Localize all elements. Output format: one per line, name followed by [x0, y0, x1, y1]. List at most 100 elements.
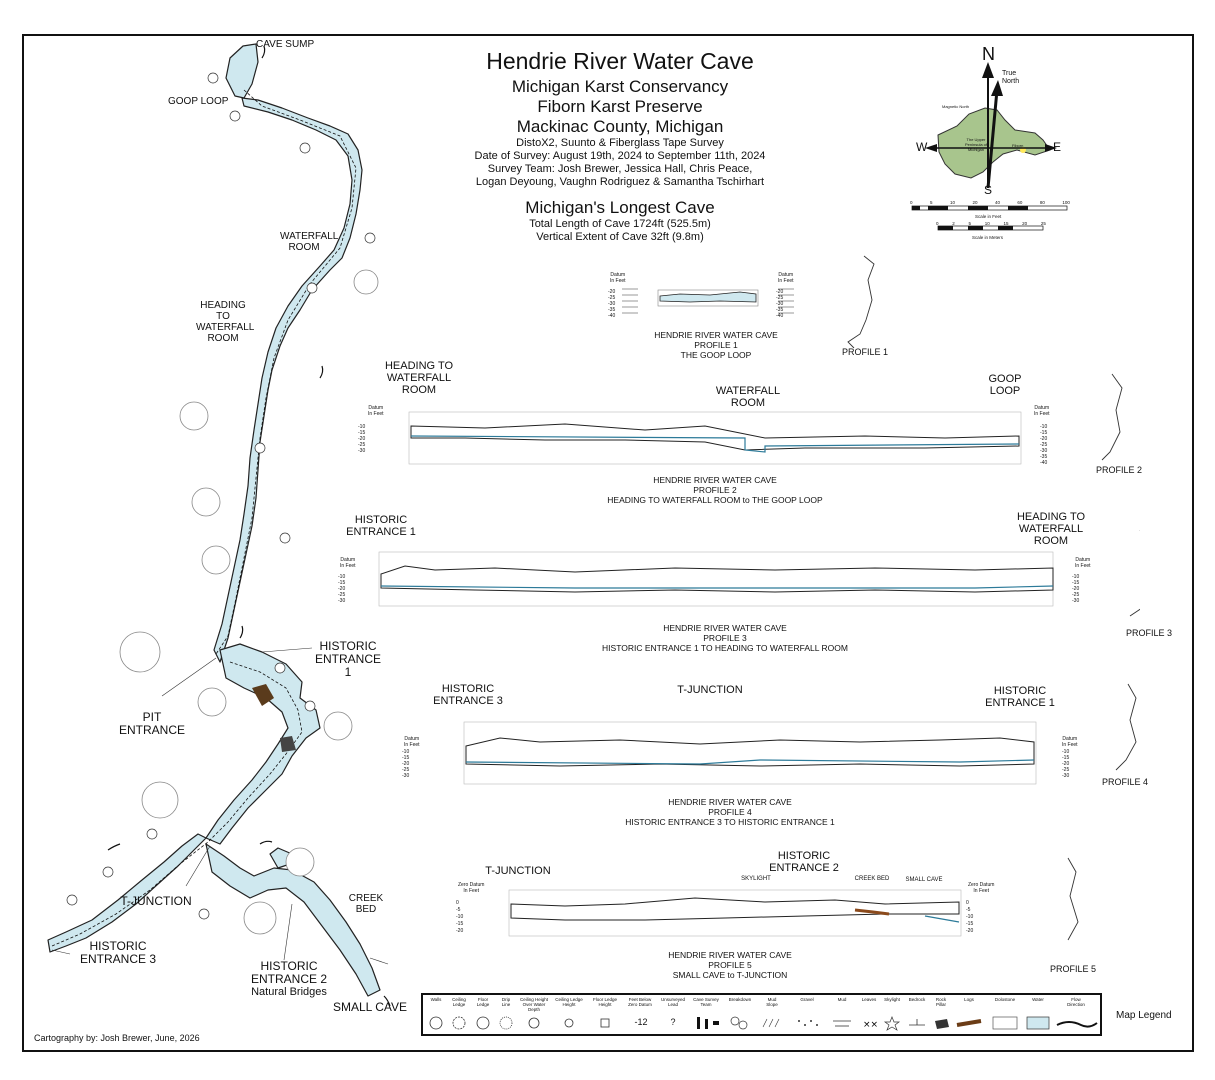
profile-5-thumb-label: PROFILE 5 [1049, 964, 1096, 974]
profile-depth-tick: -30 [608, 301, 616, 307]
profile-depth-tick: -40 [1040, 460, 1048, 466]
profile-depth-tick: -25 [358, 442, 366, 448]
label-goop-loop: GOOP LOOP [168, 96, 229, 107]
profile-depth-tick: -25 [402, 767, 410, 773]
profile-depth-tick: -10 [1072, 574, 1080, 580]
fiborn-label: Fiborn [1012, 143, 1024, 148]
profile-depth-tick: -5 [456, 907, 461, 913]
preserve-name: Fiborn Karst Preserve [537, 97, 703, 116]
profile-depth-tick: -20 [608, 289, 616, 295]
profile-depth-tick: -20 [402, 761, 410, 767]
magnetic-north-label: Magnetic North [942, 104, 970, 109]
profile-depth-tick: -5 [966, 907, 971, 913]
longest-cave: Michigan's Longest Cave [525, 198, 715, 217]
profile-depth-tick: -20 [1062, 761, 1070, 767]
profile-depth-tick: -20 [338, 586, 346, 592]
profile-depth-tick: -30 [358, 448, 366, 454]
legend-water: Water [1032, 997, 1044, 1002]
profile-depth-tick: -30 [776, 301, 784, 307]
profile-depth-tick: -25 [776, 295, 784, 301]
legend-floor-ledge-height: Floor Ledge Height [592, 997, 618, 1007]
profile-depth-tick: -10 [456, 914, 464, 920]
map-title: Hendrie River Water Cave [486, 48, 754, 74]
map-legend: Walls Ceiling Ledge Floor Ledge Drip Lin… [421, 993, 1102, 1036]
compass-n: N [982, 44, 995, 64]
legend-dolostone: Dolostone [994, 997, 1016, 1002]
cave-plan-view [47, 43, 391, 1007]
legend-rock-pillar: Rock Pillar [935, 997, 947, 1007]
profile-depth-tick: -10 [402, 749, 410, 755]
org-name: Michigan Karst Conservancy [511, 77, 729, 96]
profile-3-label-left: HISTORIC ENTRANCE 1 [346, 514, 416, 538]
profile-depth-tick: -15 [1062, 755, 1070, 761]
legend-gravel: Gravel [800, 997, 814, 1002]
label-creek-bed: CREEK BED [348, 893, 384, 915]
scale-tick: 80 [1039, 200, 1045, 205]
legend-lead-sample: ? [670, 1017, 676, 1027]
profile-3-label-right: HEADING TO WATERFALL ROOM [1016, 511, 1086, 547]
survey-date: Date of Survey: August 19th, 2024 to Sep… [474, 150, 766, 162]
profile-2-label-mid: WATERFALL ROOM [715, 385, 781, 409]
profile-depth-tick: -40 [776, 313, 784, 319]
scale-tick: 60 [1017, 200, 1023, 205]
profile-5-label-small-cave: SMALL CAVE [905, 877, 943, 883]
legend-breakdown: Breakdown [728, 997, 752, 1002]
profile-depth-tick: -30 [1040, 448, 1048, 454]
label-t-junction: T-JUNCTION [120, 894, 192, 908]
scale-feet-ticks: 0 5 10 20 40 60 80 100 [910, 200, 1070, 205]
true-north-label: True North [1002, 70, 1020, 85]
compass-e: E [1053, 140, 1062, 154]
label-heading-waterfall: HEADING TO WATERFALL ROOM [196, 300, 255, 344]
profile-5-caption: HENDRIE RIVER WATER CAVE PROFILE 5 SMALL… [668, 950, 792, 980]
profile-depth-tick: -25 [338, 592, 346, 598]
label-historic-entrance-1: HISTORIC ENTRANCE 1 [314, 639, 381, 679]
profile-1-datum-left: Datum In Feet [610, 272, 626, 284]
legend-drip-line: Drip Line [501, 997, 511, 1007]
legend-floor-ledge: Floor Ledge [476, 997, 490, 1007]
profile-depth-tick: -30 [402, 773, 410, 779]
label-waterfall-room: WATERFALL ROOM [280, 231, 339, 253]
profile-2-datum-right: Datum In Feet [1034, 405, 1050, 417]
legend-ceiling-height: Ceiling Height Over Water Depth [519, 997, 548, 1012]
scale-tick: 0 [910, 200, 913, 205]
scale-tick: 15 [1003, 221, 1009, 226]
scale-tick: 25 [1040, 221, 1046, 226]
profile-4-label-mid: T-JUNCTION [677, 684, 743, 696]
label-cave-sump: CAVE SUMP [256, 39, 315, 50]
label-natural-bridges: Natural Bridges [251, 986, 327, 998]
scale-tick: 5 [968, 221, 971, 226]
profile-2-thumb-label: PROFILE 2 [1095, 465, 1142, 475]
profile-2-caption: HENDRIE RIVER WATER CAVE PROFILE 2 HEADI… [607, 475, 823, 505]
scale-tick: 20 [972, 200, 978, 205]
legend-symbols: ×× [429, 1016, 1098, 1031]
profile-4-label-right: HISTORIC ENTRANCE 1 [985, 685, 1055, 709]
profile-depth-tick: -15 [402, 755, 410, 761]
profile-5-label-left: T-JUNCTION [485, 865, 551, 877]
profile-3-diagram [378, 551, 1054, 607]
profile-4-thumb-label: PROFILE 4 [1101, 777, 1148, 787]
scale-tick: 40 [994, 200, 1000, 205]
svg-text:××: ×× [863, 1020, 878, 1030]
profile-depth-tick: -25 [608, 295, 616, 301]
profile-1-datum-right: Datum In Feet [778, 272, 794, 284]
profile-depth-tick: -30 [1072, 598, 1080, 604]
profile-depth-tick: -25 [1062, 767, 1070, 773]
profile-depth-tick: -15 [456, 921, 464, 927]
scale-tick: 100 [1062, 200, 1070, 205]
profile-depth-tick: -15 [358, 430, 366, 436]
profile-5-diagram [508, 889, 962, 937]
profile-4-caption: HENDRIE RIVER WATER CAVE PROFILE 4 HISTO… [625, 797, 835, 827]
legend-unsurveyed-lead: Unsurveyed Lead [660, 997, 685, 1007]
survey-team-2: Logan Deyoung, Vaughn Rodriguez & Samant… [475, 176, 765, 188]
county-name: Mackinac County, Michigan [516, 117, 724, 136]
profile-depth-tick: -30 [338, 598, 346, 604]
scale-bars [911, 205, 1068, 231]
profile-depth-tick: -20 [456, 928, 464, 934]
survey-equipment: DistoX2, Suunto & Fiberglass Tape Survey [516, 137, 724, 149]
compass-w: W [916, 140, 928, 154]
profile-3-datum-left: Datum In Feet [340, 557, 356, 569]
profile-2-diagram [408, 411, 1022, 465]
label-pit-entrance: PIT ENTRANCE [118, 710, 185, 737]
profile-depth-tick: -10 [1040, 424, 1048, 430]
legend-ceiling-ledge: Ceiling Ledge [452, 997, 466, 1007]
